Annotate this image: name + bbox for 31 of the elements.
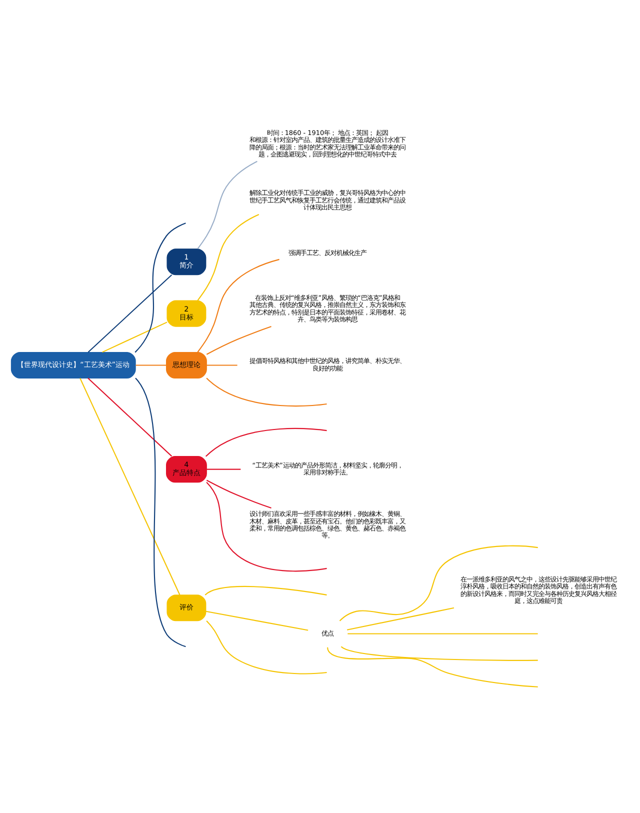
connector (88, 377, 172, 456)
connector (88, 274, 172, 352)
connector (206, 427, 327, 456)
connector (346, 606, 454, 630)
connector (206, 620, 327, 674)
connector (348, 632, 538, 634)
connector (197, 214, 260, 300)
connector (206, 364, 238, 366)
node-box: 4 产品特点 (166, 456, 207, 482)
connector (340, 646, 538, 660)
connector (136, 364, 166, 366)
connector (80, 378, 180, 594)
node-box: 【世界现代设计史】“工艺美术”运动 (10, 351, 136, 378)
connector (327, 646, 538, 687)
connector (197, 258, 280, 352)
connector (134, 222, 186, 352)
node-box: 1 简介 (166, 248, 206, 275)
node-box: 2 目标 (166, 300, 206, 326)
connector (206, 610, 308, 630)
connector (206, 468, 241, 470)
connector (135, 377, 186, 647)
connector (206, 479, 272, 508)
connector (339, 544, 538, 621)
connector (206, 481, 327, 572)
connector (204, 585, 327, 595)
connector (206, 326, 272, 354)
node-box: 评价 (166, 594, 206, 621)
connector (197, 160, 258, 249)
connector (206, 377, 327, 406)
node-box: 思想理论 (166, 351, 207, 378)
connector (102, 321, 168, 352)
